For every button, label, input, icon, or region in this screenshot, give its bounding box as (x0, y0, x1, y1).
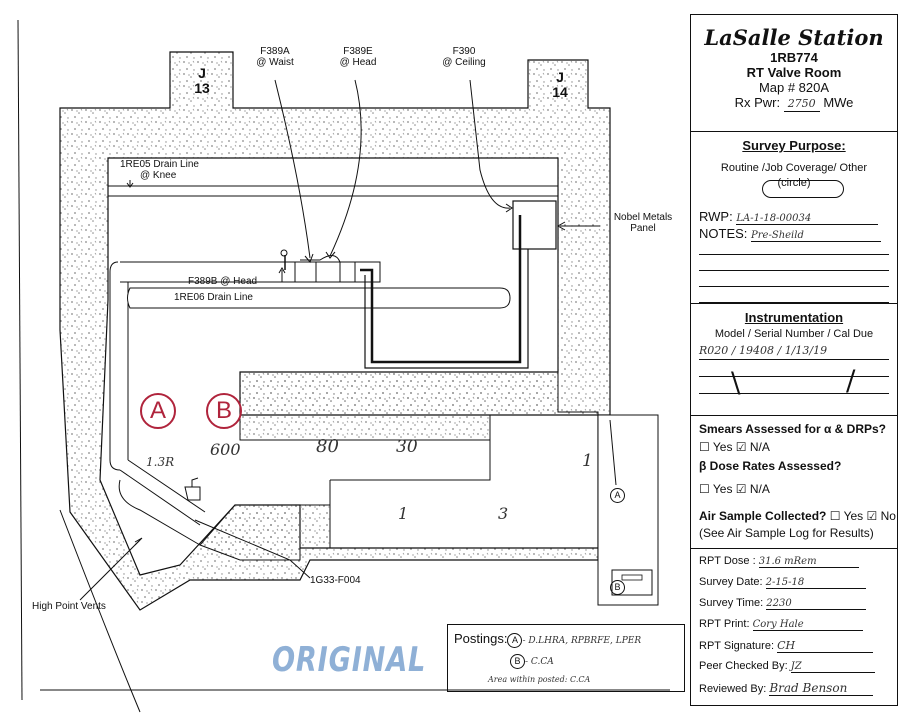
instrumentation-heading: Instrumentation (744, 310, 844, 325)
instrumentation-section: Instrumentation Model / Serial Number / … (691, 303, 897, 415)
notes-row: NOTES: Pre-Sheild (699, 226, 882, 242)
marker-a-small: A (610, 488, 625, 503)
dose-3: 3 (498, 504, 509, 523)
label-high-point-vents: High Point Vents (32, 601, 106, 612)
pipe-upper (120, 261, 381, 283)
label-knee: @ Knee (140, 170, 177, 181)
label-f389b: F389B @ Head (188, 276, 258, 287)
right-corridor (597, 414, 659, 606)
dose-600: 600 (210, 440, 241, 459)
rpt-dose-row: RPT Dose : 31.6 mRem (699, 555, 859, 568)
survey-purpose-heading: Survey Purpose: (742, 138, 846, 153)
original-stamp: ORIGINAL (272, 640, 427, 680)
survey-purpose-section: Survey Purpose: Routine /Job Coverage/ O… (691, 131, 897, 303)
label-f389e: F389E@ Head (339, 46, 377, 68)
peer-checked-row: Peer Checked By: JZ (699, 660, 875, 673)
dose-1-low: 1 (398, 504, 409, 523)
label-1re05: 1RE05 Drain Line (120, 159, 199, 170)
postings-box: Postings:A- D.LHRA, RPBRFE, LPER B- C.CA… (447, 624, 685, 692)
marker-a: A (140, 393, 176, 429)
air-note: (See Air Sample Log for Results) (699, 526, 874, 540)
beta-yes-checkbox[interactable]: ☐ Yes (699, 482, 733, 496)
survey-purpose-options: Routine /Job Coverage/ Other (720, 162, 868, 174)
smears-na-checkbox[interactable]: ☑ N/A (735, 440, 770, 454)
smears-question: Smears Assessed for α & DRPs? (699, 422, 887, 436)
posting-a: - D.LHRA, RPBRFE, LPER (522, 636, 642, 646)
rpt-print-row: RPT Print: Cory Hale (699, 618, 863, 631)
job-coverage-circle (762, 180, 844, 198)
reactor-power: Rx Pwr: 2750 MWe (734, 95, 854, 112)
survey-map (17, 19, 670, 713)
map-number: Map # 820A (758, 80, 830, 95)
reviewed-by-row: Reviewed By: Brad Benson (699, 681, 874, 696)
dose-1-3r: 1.3R (146, 455, 175, 469)
signoff-section: RPT Dose : 31.6 mRem Survey Date: 2-15-1… (691, 548, 897, 707)
instrument-row: R020 / 19408 / 1/13/19 (699, 344, 828, 357)
label-f390: F390@ Ceiling (442, 46, 486, 68)
info-panel: LaSalle Station 1RB774 RT Valve Room Map… (690, 14, 898, 706)
beta-question: β Dose Rates Assessed? (699, 459, 842, 473)
dose-1-right: 1 (582, 451, 593, 471)
postings-label: Postings: (454, 631, 508, 646)
label-1g33-f004: 1G33-F004 (310, 575, 361, 586)
room-name: RT Valve Room (746, 65, 842, 80)
survey-date-row: Survey Date: 2-15-18 (699, 576, 866, 589)
air-question-row: Air Sample Collected? ☐ Yes ☑ No (699, 509, 896, 523)
dose-30: 30 (396, 437, 418, 457)
drain-line-1re05 (108, 185, 558, 197)
beta-na-checkbox[interactable]: ☑ N/A (735, 482, 770, 496)
survey-time-row: Survey Time: 2230 (699, 597, 867, 610)
smears-yes-checkbox[interactable]: ☐ Yes (699, 440, 733, 454)
drain-line-1re06 (127, 287, 511, 309)
label-1re06: 1RE06 Drain Line (174, 292, 253, 303)
assessment-section: Smears Assessed for α & DRPs? ☐ Yes ☑ N/… (691, 415, 897, 548)
marker-b: B (206, 393, 242, 429)
smears-answers: ☐ Yes ☑ N/A (699, 440, 770, 454)
unit-id: 1RB774 (770, 50, 818, 65)
dose-80: 80 (316, 436, 339, 457)
rwp-row: RWP: LA-1-18-00034 (699, 209, 879, 225)
marker-b-small: B (610, 580, 625, 595)
instrumentation-columns: Model / Serial Number / Cal Due (714, 328, 874, 340)
label-f389a: F389A@ Waist (256, 46, 294, 68)
air-yes-checkbox[interactable]: ☐ Yes (829, 509, 864, 523)
header-section: LaSalle Station 1RB774 RT Valve Room Map… (691, 15, 897, 131)
rpt-signature-row: RPT Signature: CH (699, 639, 874, 653)
air-no-checkbox[interactable]: ☑ No (866, 509, 896, 523)
station-title: LaSalle Station (704, 25, 884, 50)
beta-answers: ☐ Yes ☑ N/A (699, 482, 770, 496)
posting-b: - C.CA (525, 657, 554, 667)
posting-area: Area within posted: C.CA (488, 675, 591, 684)
